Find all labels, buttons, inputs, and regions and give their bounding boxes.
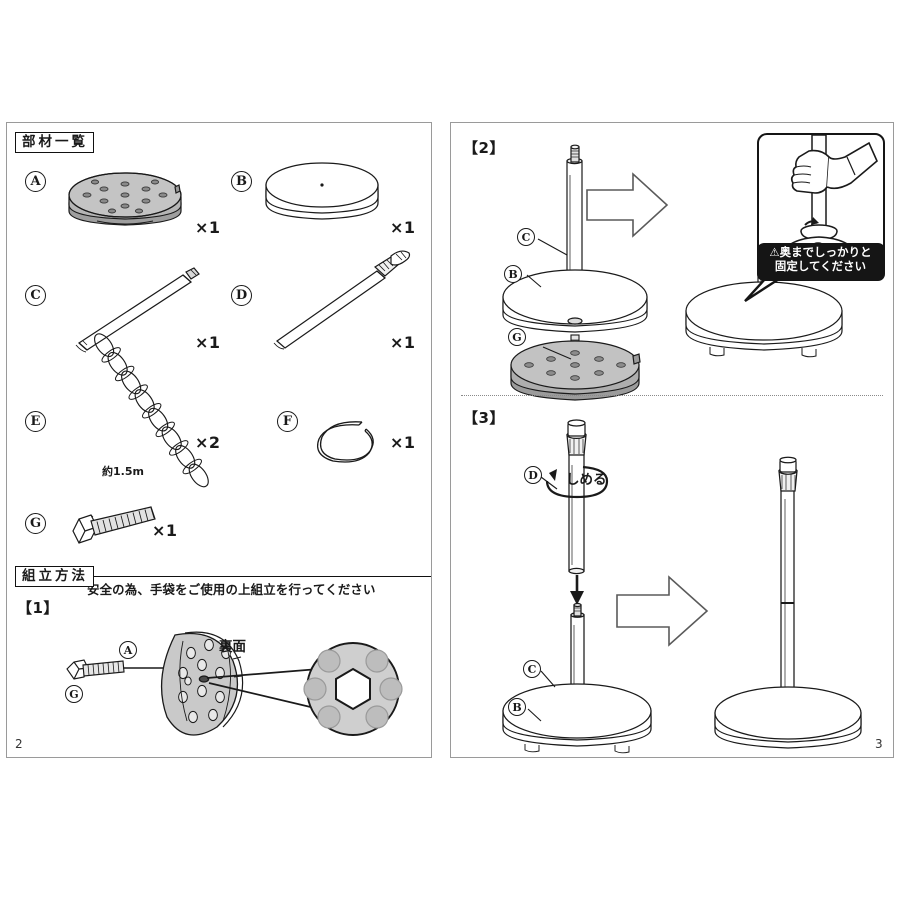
- safety-note: 安全の為、手袋をご使用の上組立を行ってください: [87, 582, 376, 597]
- step-3-leader-lines: [527, 476, 558, 722]
- part-badge-d: D: [231, 285, 252, 306]
- part-badge-b: B: [231, 171, 252, 192]
- part-f-illustration: [307, 415, 387, 470]
- part-b-qty: ×1: [390, 218, 416, 237]
- step-1-reverse-side-label: 裏面: [219, 639, 246, 655]
- step-3-result-illustration: [709, 453, 869, 749]
- step-3-badge-b: B: [508, 698, 526, 716]
- part-c-illustration: [65, 265, 215, 355]
- part-badge-c: C: [25, 285, 46, 306]
- step-3-exploded-illustration: [491, 415, 671, 754]
- page-number-left: 2: [15, 737, 23, 751]
- part-f-qty: ×1: [390, 433, 416, 452]
- part-d-illustration: [265, 245, 425, 350]
- part-g-qty: ×1: [152, 521, 178, 540]
- part-badge-a: A: [25, 171, 46, 192]
- part-badge-e: E: [25, 411, 46, 432]
- part-e-qty: ×2: [195, 433, 221, 452]
- warning-line-1: ⚠奥までしっかりと: [769, 245, 872, 259]
- step-1-illustration: [57, 621, 407, 756]
- page-number-right: 3: [875, 737, 883, 751]
- part-badge-g: G: [25, 513, 46, 534]
- part-c-qty: ×1: [195, 333, 221, 352]
- part-d-qty: ×1: [390, 333, 416, 352]
- part-a-qty: ×1: [195, 218, 221, 237]
- assembly-section-label: 組立方法: [15, 566, 94, 588]
- warning-line-2: 固定してください: [774, 258, 867, 273]
- part-a-illustration: [57, 151, 197, 241]
- part-g-illustration: [65, 497, 185, 557]
- step-2-leader-lines: [526, 238, 568, 288]
- step-2-heading: 【2】: [463, 139, 505, 157]
- step-2-badge-c: C: [517, 228, 535, 246]
- step-2-warning-box: ⚠奥までしっかりと 固定してください: [757, 243, 885, 281]
- step-2-exploded-illustration: [489, 135, 669, 405]
- part-b-illustration: [260, 155, 395, 235]
- parts-list-section-label: 部材一覧: [15, 132, 94, 154]
- step-3-arrow: [613, 571, 713, 657]
- step-2-result-illustration: [676, 145, 851, 365]
- step-3-badge-d: D: [524, 466, 542, 484]
- part-e-caption: 約1.5m: [102, 465, 144, 478]
- step-3-badge-c: C: [523, 660, 541, 678]
- step-2-badge-g: G: [508, 328, 526, 346]
- step-1-badge-g: G: [65, 685, 83, 703]
- part-badge-f: F: [277, 411, 298, 432]
- step-2-badge-b: B: [504, 265, 522, 283]
- step-3-tighten-label: しめる: [566, 472, 607, 488]
- assembly-header-rule: [79, 576, 431, 577]
- step-divider: [461, 395, 883, 396]
- part-e-illustration: [67, 333, 247, 488]
- page-right: 【2】: [450, 122, 894, 758]
- step-3-heading: 【3】: [463, 409, 505, 427]
- step-2-arrow: [583, 168, 673, 248]
- step-1-heading: 【1】: [17, 599, 59, 617]
- page-left: 部材一覧 A: [6, 122, 432, 758]
- step-1-badge-a: A: [119, 641, 137, 659]
